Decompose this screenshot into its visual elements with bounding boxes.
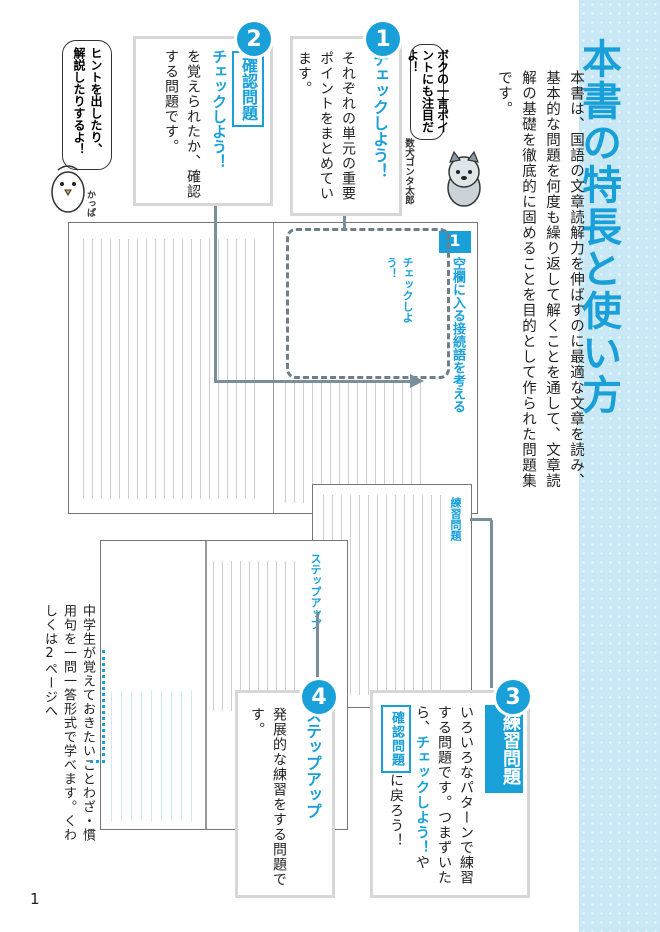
arrow-connector-3 xyxy=(490,520,493,688)
section-3-text: いろいろなパターンで練習する問題です。つまずいたら、チェックしよう！や 確認問題に… xyxy=(381,705,477,889)
spread-check-label: チェックしよう！ xyxy=(385,257,414,323)
note-dotted-connector xyxy=(90,650,105,763)
section-3-text-b: や xyxy=(414,855,430,870)
sidebar-dot-pattern xyxy=(579,0,660,932)
section-4-text: 発展的な練習をする問題です。 xyxy=(249,707,287,887)
section-3-panel: 練習問題 いろいろなパターンで練習する問題です。つまずいたら、チェックしよう！や… xyxy=(370,690,530,898)
section-1-heading: チェックしよう！ xyxy=(370,51,389,179)
section-3-kakunin-tag: 確認問題 xyxy=(381,705,411,773)
kotowaza-note: 中学生が覚えておきたいことわざ・慣用句を一問一答形式で学べます。くわしくは2ペー… xyxy=(42,604,95,842)
section-2-text: を覚えられたか、確認する問題です。 xyxy=(163,49,201,199)
arrow-connector-1 xyxy=(343,216,346,230)
section-4-heading: ステップアップ xyxy=(303,707,322,819)
bird-bubble-text: ヒントを出したり、解説したりするよ！ xyxy=(72,47,103,155)
section-4-number-badge: 4 xyxy=(302,680,336,714)
section-2-check-label: チェックしよう！ xyxy=(210,49,228,169)
spread-step-label: ステップアップ xyxy=(309,553,322,630)
check-highlight-box xyxy=(286,228,450,379)
page-text-lines-kotowaza xyxy=(111,691,201,821)
section-2-panel: 確認問題 チェックしよう！ を覚えられたか、確認する問題です。 xyxy=(133,36,273,206)
section-1-number-badge: 1 xyxy=(366,22,400,56)
book-spine xyxy=(273,223,274,513)
section-1-text: それぞれの単元の重要ポイントをまとめています。 xyxy=(296,51,356,201)
page-title: 本書の特長と使い方 xyxy=(575,38,621,416)
page-text-lines-right xyxy=(285,383,425,503)
arrow-connector-4 xyxy=(316,612,319,692)
arrow-connector-2 xyxy=(214,206,217,382)
section-4-panel: ステップアップ 発展的な練習をする問題です。 xyxy=(235,690,335,898)
section-2-tag: 確認問題 xyxy=(232,51,264,131)
arrow-head-icon xyxy=(410,374,424,388)
section-3-text-c: に戻ろう！ xyxy=(388,773,404,848)
section-3-check-label: チェックしよう！ xyxy=(414,735,430,855)
kakunin-tag: 確認問題 xyxy=(232,51,264,127)
dog-mascot-icon xyxy=(447,150,481,207)
section-2-number-badge: 2 xyxy=(237,22,271,56)
arrow-connector-2b xyxy=(214,380,414,383)
bird-mascot-icon xyxy=(51,165,85,213)
renshu-tag: 練習問題 xyxy=(485,705,523,793)
mascot-speech-bubble: ボクの一言ポイントにも注目だよ！ xyxy=(406,44,450,140)
intro-text: 本書は、国語の文章読解力を伸ばすのに最適な文章を読み、基本的な問題を何度も繰り返… xyxy=(496,70,584,489)
arrow-connector-3b xyxy=(470,518,492,521)
page-number: 1 xyxy=(30,890,40,908)
book-spine-lower xyxy=(205,541,207,829)
top-book-spread: 1 空欄に入る接続語を考える チェックしよう！ xyxy=(68,222,478,514)
bird-speech-bubble: ヒントを出したり、解説したりするよ！ xyxy=(62,40,112,170)
unit-title: 空欄に入る接続語を考える xyxy=(450,257,465,413)
bird-name: かっぱ xyxy=(85,190,95,217)
page-text-lines-step xyxy=(213,561,299,711)
mascot-bubble-text: ボクの一言ポイントにも注目だよ！ xyxy=(405,49,450,133)
section-3-number-badge: 3 xyxy=(496,680,530,714)
page-text-lines-left xyxy=(83,239,259,499)
spread-renshu-label: 練習問題 xyxy=(449,497,462,541)
mascot-name: 数犬ゴンタ太郎 xyxy=(403,138,414,205)
section-3-text-a: いろいろなパターンで練習する問題です。つまずいたら、 xyxy=(414,705,474,885)
section-1-panel: チェックしよう！ それぞれの単元の重要ポイントをまとめています。 xyxy=(290,36,402,216)
